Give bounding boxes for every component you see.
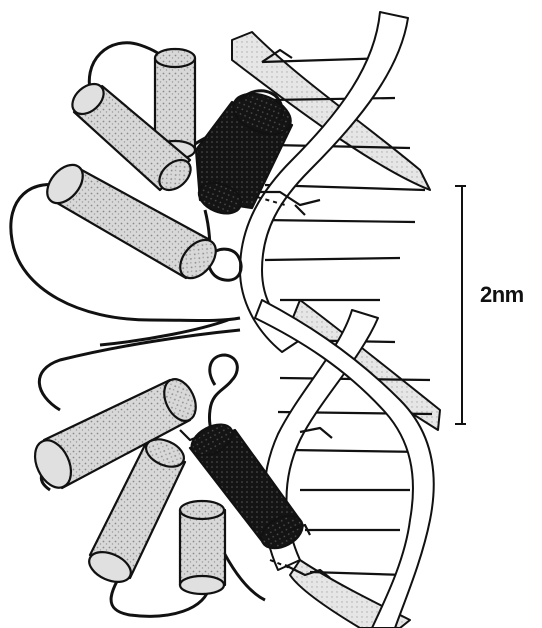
upper-helix-3 — [40, 158, 223, 285]
scale-bar-label: 2nm — [480, 282, 524, 308]
lower-helix-3 — [180, 501, 225, 594]
scale-bar — [455, 186, 466, 424]
